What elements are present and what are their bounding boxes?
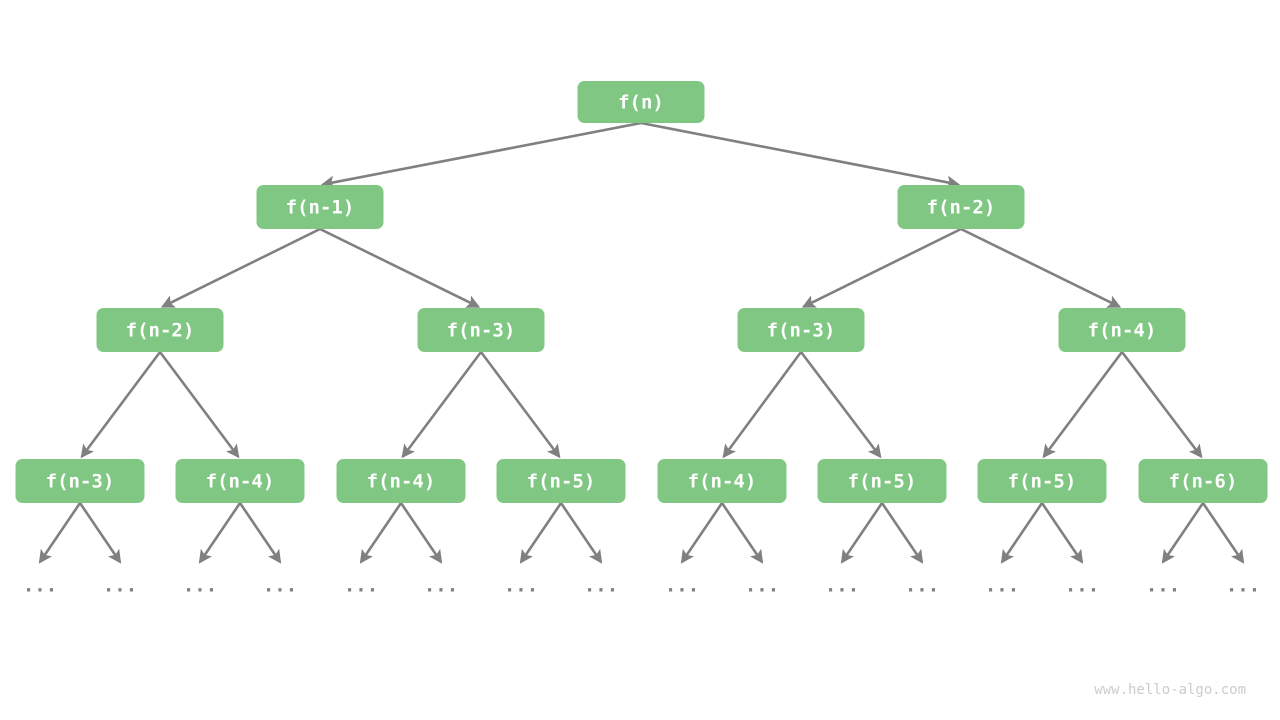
node-box[interactable] <box>15 459 145 503</box>
tree-node[interactable]: f(n-5) <box>496 459 626 503</box>
node-label: f(n-3) <box>46 471 115 493</box>
tree-edge-to-ellipsis <box>559 502 603 564</box>
ellipsis-label: ... <box>263 575 297 597</box>
tree-node[interactable]: f(n-3) <box>737 308 865 352</box>
node-label: f(n-2) <box>927 197 996 219</box>
tree-edge-to-ellipsis <box>840 502 884 564</box>
ellipsis-label: ... <box>665 575 699 597</box>
node-label: f(n-3) <box>447 320 516 342</box>
ellipsis-label: ... <box>905 575 939 597</box>
edges-layer <box>80 121 1203 459</box>
tree-edge <box>319 227 481 308</box>
ellipsis-label: ... <box>825 575 859 597</box>
tree-edge-to-ellipsis <box>680 502 724 564</box>
node-box[interactable] <box>1138 459 1268 503</box>
tree-edge <box>160 227 321 308</box>
ellipsis-label: ... <box>1146 575 1180 597</box>
tree-edge <box>960 227 1122 308</box>
node-box[interactable] <box>417 308 545 352</box>
tree-node[interactable]: f(n-3) <box>15 459 145 503</box>
node-box[interactable] <box>496 459 626 503</box>
tree-edge <box>1120 351 1203 459</box>
tree-edge <box>640 121 961 189</box>
node-label: f(n) <box>618 92 664 114</box>
tree-edge-to-ellipsis <box>399 502 443 564</box>
node-label: f(n-5) <box>848 471 917 493</box>
ellipsis-label: ... <box>745 575 779 597</box>
tree-node[interactable]: f(n-4) <box>1058 308 1186 352</box>
tree-edge-to-ellipsis <box>1161 502 1205 564</box>
node-label: f(n-4) <box>367 471 436 493</box>
tree-edge-to-ellipsis <box>1201 502 1245 564</box>
tree-edge-to-ellipsis <box>78 502 122 564</box>
tree-edge-to-ellipsis <box>359 502 403 564</box>
tree-edge-to-ellipsis <box>238 502 282 564</box>
tree-edge <box>158 351 240 459</box>
tree-node[interactable]: f(n-5) <box>817 459 947 503</box>
tree-edge <box>479 351 561 459</box>
tree-edge-to-ellipsis <box>880 502 924 564</box>
ellipsis-label: ... <box>344 575 378 597</box>
tree-edge-to-ellipsis <box>720 502 764 564</box>
tree-node[interactable]: f(n-1) <box>256 185 384 229</box>
tree-edge <box>320 121 642 189</box>
tree-edge-to-ellipsis <box>198 502 242 564</box>
tree-node[interactable]: f(n-6) <box>1138 459 1268 503</box>
tree-edge <box>799 351 882 459</box>
node-label: f(n-1) <box>286 197 355 219</box>
node-label: f(n-2) <box>126 320 195 342</box>
node-box[interactable] <box>96 308 224 352</box>
node-box[interactable] <box>897 185 1025 229</box>
node-box[interactable] <box>577 81 705 123</box>
tree-edge <box>80 351 162 459</box>
ellipsis-label: ... <box>584 575 618 597</box>
ellipsis-label: ... <box>183 575 217 597</box>
ellipsis-label: ... <box>504 575 538 597</box>
node-box[interactable] <box>336 459 466 503</box>
tree-edge <box>1042 351 1124 459</box>
tree-edge-to-ellipsis <box>38 502 82 564</box>
tree-node[interactable]: f(n-2) <box>897 185 1025 229</box>
node-label: f(n-4) <box>206 471 275 493</box>
node-box[interactable] <box>977 459 1107 503</box>
node-box[interactable] <box>1058 308 1186 352</box>
node-box[interactable] <box>737 308 865 352</box>
tree-node[interactable]: f(n-2) <box>96 308 224 352</box>
node-box[interactable] <box>817 459 947 503</box>
ellipsis-label: ... <box>1065 575 1099 597</box>
tree-edge <box>722 351 803 459</box>
tree-node[interactable]: f(n-5) <box>977 459 1107 503</box>
node-label: f(n-4) <box>1088 320 1157 342</box>
ellipsis-label: ... <box>103 575 137 597</box>
node-label: f(n-6) <box>1169 471 1238 493</box>
tree-edge <box>401 351 483 459</box>
tree-edge-to-ellipsis <box>1000 502 1044 564</box>
ellipsis-label: ... <box>1226 575 1260 597</box>
node-label: f(n-3) <box>767 320 836 342</box>
tree-edge <box>801 227 962 308</box>
tree-edge-to-ellipsis <box>519 502 563 564</box>
ellipsis-label: ... <box>23 575 57 597</box>
node-box[interactable] <box>256 185 384 229</box>
node-box[interactable] <box>657 459 787 503</box>
node-label: f(n-4) <box>688 471 757 493</box>
tree-node[interactable]: f(n) <box>577 81 705 123</box>
tree-node[interactable]: f(n-4) <box>336 459 466 503</box>
ellipsis-label: ... <box>424 575 458 597</box>
ellipsis-label: ... <box>985 575 1019 597</box>
tree-node[interactable]: f(n-4) <box>657 459 787 503</box>
node-label: f(n-5) <box>527 471 596 493</box>
nodes-layer: f(n) f(n-1) f(n-2) f(n-2) f(n-3) f(n-3) f(n-4)… <box>15 81 1268 503</box>
tree-node[interactable]: f(n-4) <box>175 459 305 503</box>
ellipsis-arrows-layer <box>38 502 1245 564</box>
watermark: www.hello-algo.com <box>1094 682 1246 698</box>
tree-edge-to-ellipsis <box>1040 502 1084 564</box>
tree-node[interactable]: f(n-3) <box>417 308 545 352</box>
node-box[interactable] <box>175 459 305 503</box>
ellipsis-labels-layer: ........................................… <box>23 575 1260 597</box>
node-label: f(n-5) <box>1008 471 1077 493</box>
